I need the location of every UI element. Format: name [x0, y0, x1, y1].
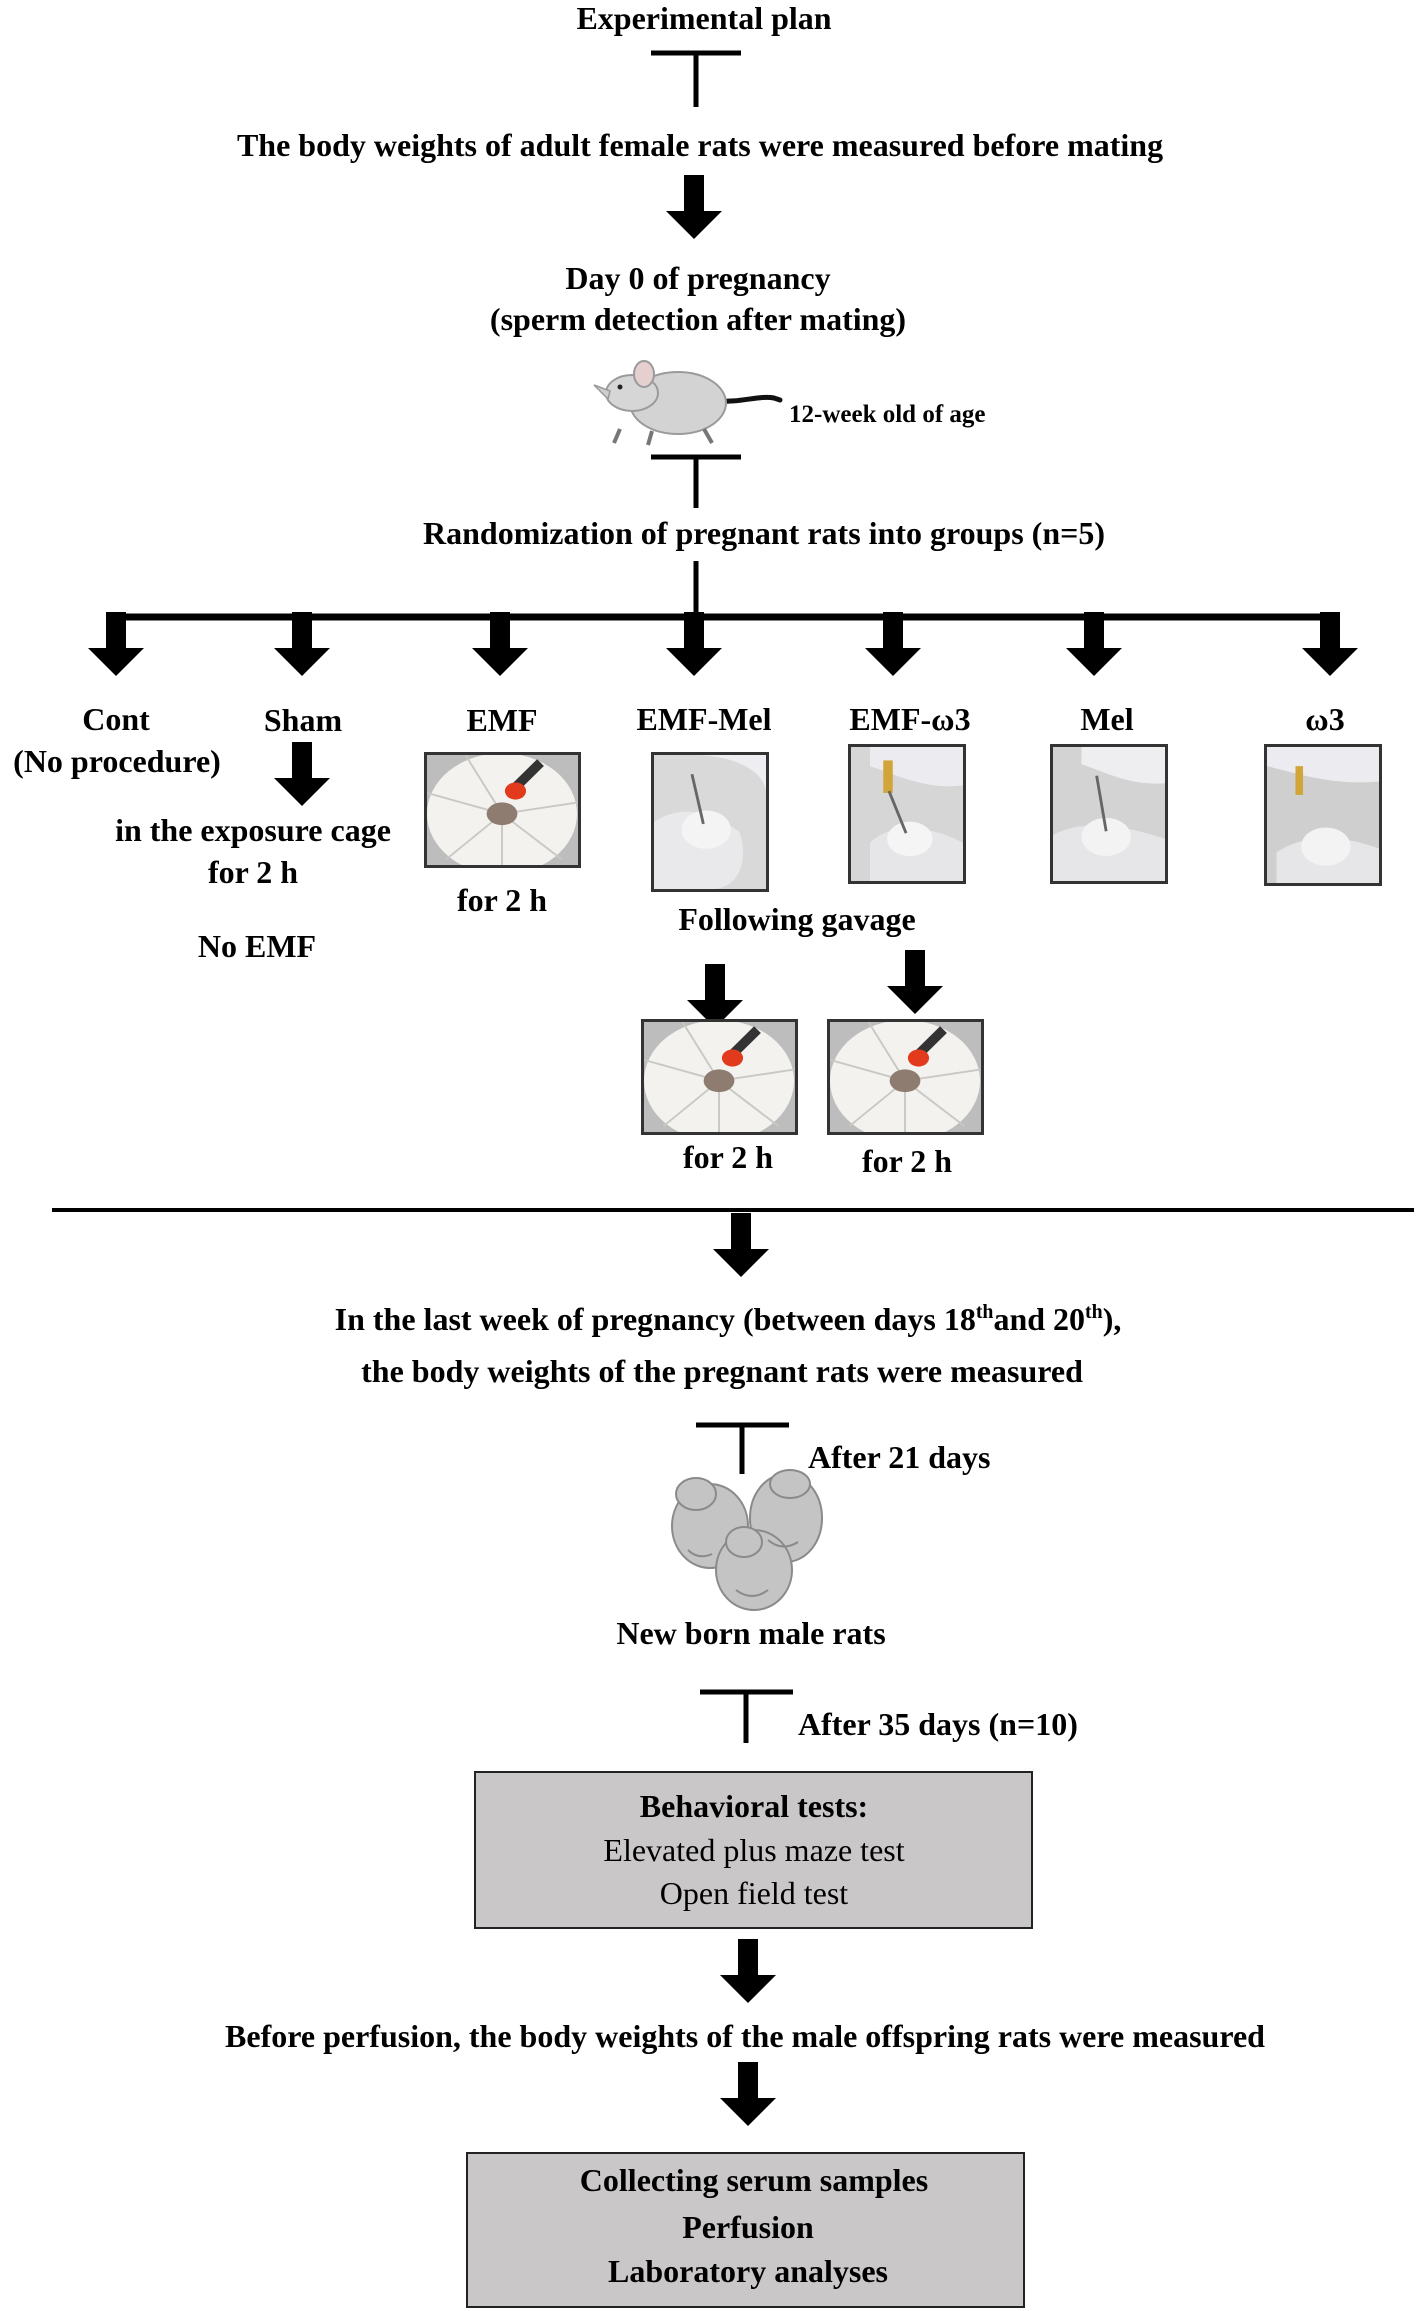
down-arrow-icon — [666, 175, 722, 239]
gavage-photo — [1050, 744, 1168, 884]
last-week-mid: and 20 — [993, 1301, 1086, 1337]
day0-line2: (sperm detection after mating) — [489, 301, 907, 337]
emf-exposure-device-photo — [424, 752, 581, 868]
group-emf-label: EMF — [466, 702, 538, 738]
down-arrow-icon — [887, 950, 943, 1014]
group-mel-label: Mel — [1080, 701, 1134, 737]
final-analyses-box — [466, 2152, 1025, 2308]
down-arrow-icon — [274, 612, 330, 676]
group-cont-label: Cont — [82, 701, 150, 737]
newborn-label: New born male rats — [616, 1615, 886, 1651]
down-arrow-icon — [666, 612, 722, 676]
down-arrow-icon — [274, 742, 330, 806]
behavioral-heading: Behavioral tests: — [639, 1788, 869, 1824]
group-sham-label: Sham — [263, 702, 343, 738]
gavage-photo — [651, 752, 769, 892]
last-week-sup2: th — [1085, 1301, 1103, 1324]
final-item: Laboratory analyses — [608, 2253, 888, 2289]
sham-no-emf: No EMF — [197, 928, 317, 964]
connector-t-bar — [651, 50, 741, 107]
down-arrow-icon — [720, 1939, 776, 2003]
connector-t-bar — [696, 1422, 789, 1474]
group-branch-lines — [113, 561, 1333, 621]
gavage-photo — [1264, 744, 1382, 886]
group-cont-sub: (No procedure) — [13, 743, 221, 779]
final-item: Collecting serum samples — [579, 2162, 929, 2198]
last-week-post: ), — [1102, 1301, 1122, 1337]
group-emf-mel-label: EMF-Mel — [636, 701, 772, 737]
down-arrow-icon — [1066, 612, 1122, 676]
rat-age-label: 12-week old of age — [789, 401, 986, 428]
after-21-days: After 21 days — [808, 1439, 991, 1475]
connector-t-bar — [651, 454, 741, 508]
last-week-line1: In the last week of pregnancy (between d… — [334, 1301, 1122, 1337]
emf-w3-duration: for 2 h — [861, 1143, 953, 1179]
gavage-note: Following gavage — [678, 901, 916, 937]
down-arrow-icon — [1302, 612, 1358, 676]
newborn-rats-illustration — [671, 1469, 823, 1611]
last-week-sup1: th — [975, 1301, 994, 1324]
emf-mel-duration: for 2 h — [682, 1139, 774, 1175]
connector-t-bar — [700, 1689, 793, 1743]
before-perfusion-step: Before perfusion, the body weights of th… — [225, 2018, 1265, 2054]
randomization-step: Randomization of pregnant rats into grou… — [423, 515, 1105, 551]
after-35-days: After 35 days (n=10) — [798, 1706, 1078, 1742]
last-week-line2: the body weights of the pregnant rats we… — [361, 1353, 1083, 1389]
sham-cage-line1: in the exposure cage — [115, 812, 391, 848]
last-week-pre: In the last week of pregnancy (between d… — [334, 1301, 976, 1337]
down-arrow-icon — [865, 612, 921, 676]
final-item: Perfusion — [682, 2209, 814, 2245]
group-w3-label: ω3 — [1305, 701, 1345, 737]
diagram-title: Experimental plan — [576, 0, 832, 36]
group-emf-w3-label: EMF-ω3 — [849, 701, 971, 737]
down-arrow-icon — [88, 612, 144, 676]
emf-exposure-device-photo — [827, 1019, 984, 1135]
group-emf-duration: for 2 h — [456, 882, 548, 918]
gavage-photo — [848, 744, 966, 884]
adult-rat-illustration — [593, 360, 783, 446]
behavioral-item: Open field test — [659, 1875, 849, 1911]
down-arrow-icon — [720, 2062, 776, 2126]
behavioral-item: Elevated plus maze test — [603, 1832, 905, 1868]
down-arrow-icon — [713, 1213, 769, 1277]
sham-cage-line2: for 2 h — [207, 854, 299, 890]
day0-line1: Day 0 of pregnancy — [565, 260, 831, 296]
behavioral-tests-box — [474, 1771, 1033, 1929]
emf-exposure-device-photo — [641, 1019, 798, 1135]
down-arrow-icon — [472, 612, 528, 676]
premating-step: The body weights of adult female rats we… — [236, 127, 1164, 163]
